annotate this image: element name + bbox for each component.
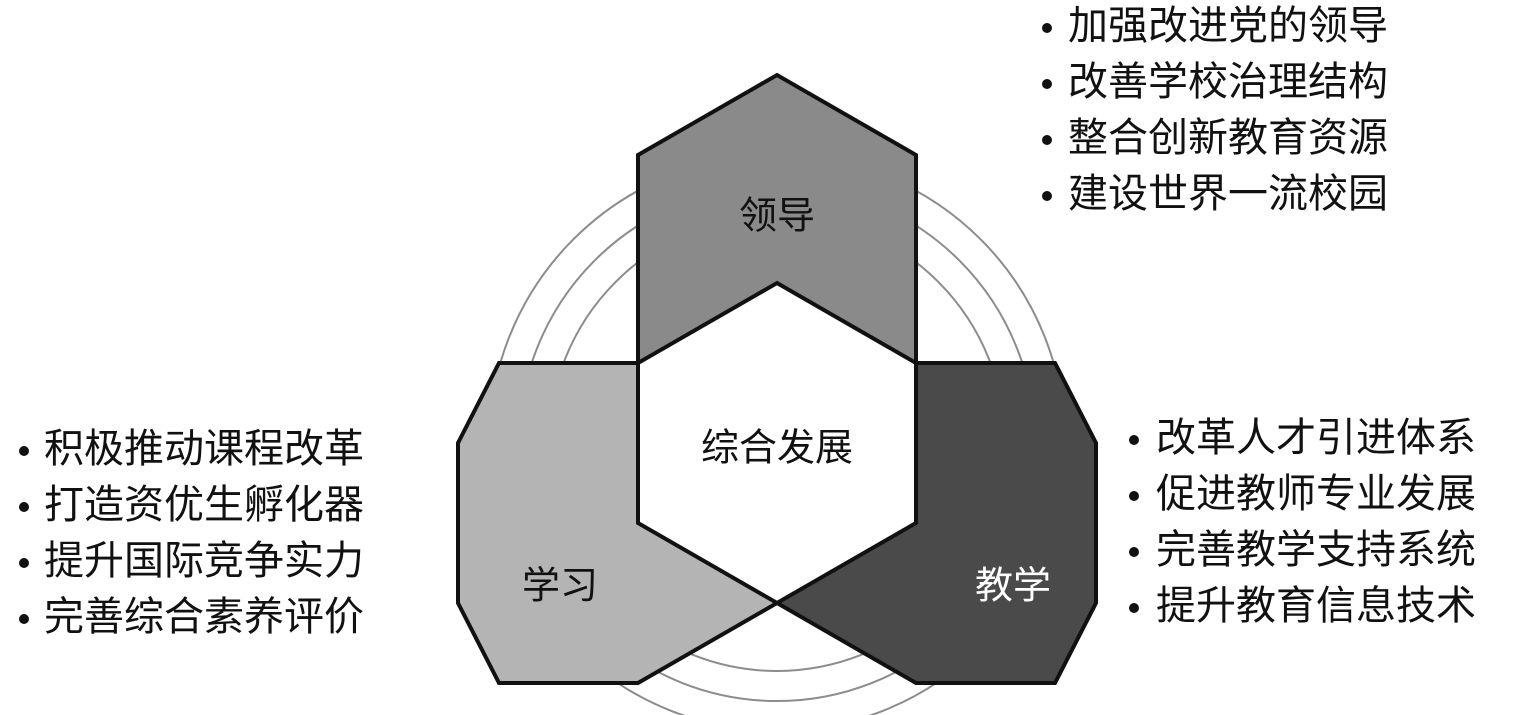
list-item: 提升教育信息技术	[1156, 583, 1476, 629]
list-item: 完善教学支持系统	[1156, 527, 1476, 573]
learning-label: 学习	[522, 564, 598, 608]
list-bullet	[1042, 79, 1052, 89]
center-label: 综合发展	[701, 426, 853, 470]
list-bullet	[19, 558, 29, 568]
teaching-label: 教学	[975, 564, 1051, 608]
list-item: 提升国际竞争实力	[44, 538, 364, 584]
list-bullet	[19, 502, 29, 512]
list-bullet	[1042, 23, 1052, 33]
list-item: 完善综合素养评价	[44, 594, 364, 640]
list-item: 促进教师专业发展	[1156, 471, 1476, 517]
learning-list: 积极推动课程改革 打造资优生孵化器 提升国际竞争实力 完善综合素养评价	[19, 426, 364, 640]
list-bullet	[1042, 135, 1052, 145]
list-bullet	[19, 614, 29, 624]
leadership-list: 加强改进党的领导 改善学校治理结构 整合创新教育资源 建设世界一流校园	[1042, 3, 1388, 217]
hexagon-center	[636, 280, 918, 606]
list-bullet	[19, 446, 29, 456]
list-item: 打造资优生孵化器	[44, 482, 364, 528]
list-item: 改革人才引进体系	[1156, 415, 1476, 461]
list-bullet	[1129, 603, 1139, 613]
list-item: 整合创新教育资源	[1068, 115, 1388, 161]
teaching-list: 改革人才引进体系 促进教师专业发展 完善教学支持系统 提升教育信息技术	[1129, 415, 1476, 629]
list-bullet	[1042, 191, 1052, 201]
list-bullet	[1129, 547, 1139, 557]
leadership-label: 领导	[739, 194, 815, 238]
list-bullet	[1129, 491, 1139, 501]
list-item: 建设世界一流校园	[1068, 171, 1388, 217]
list-bullet	[1129, 435, 1139, 445]
list-item: 改善学校治理结构	[1068, 59, 1388, 105]
list-item: 积极推动课程改革	[44, 426, 364, 472]
list-item: 加强改进党的领导	[1068, 3, 1388, 49]
